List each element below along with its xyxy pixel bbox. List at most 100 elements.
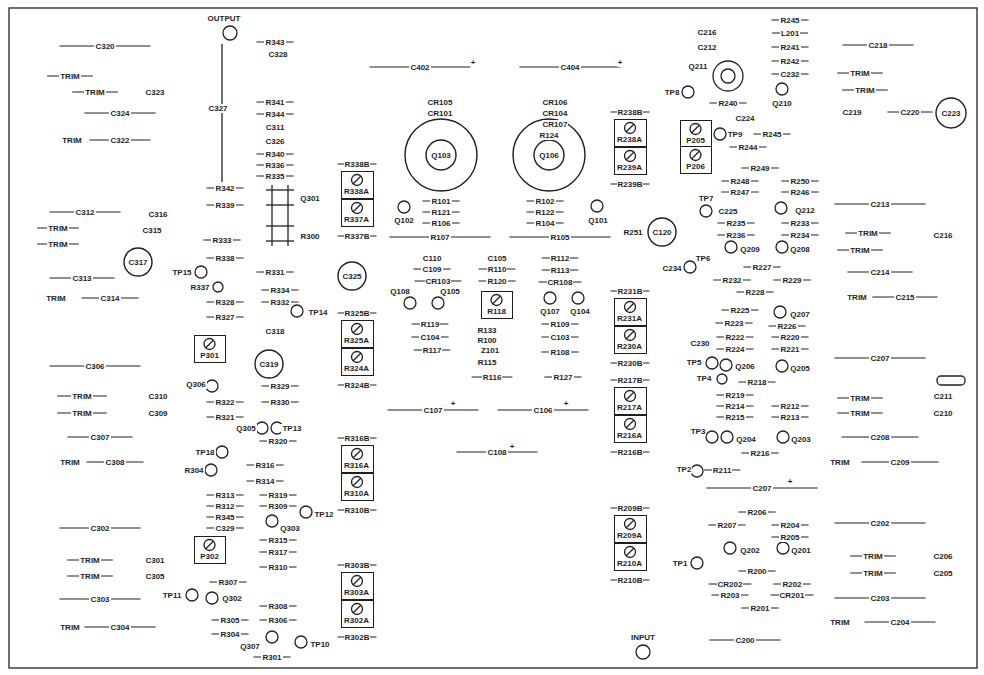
component-label: Q202 xyxy=(739,546,761,555)
component-label: C209 xyxy=(889,458,910,467)
component-label: Q211 xyxy=(687,62,708,71)
component-label: C104 xyxy=(419,333,440,342)
component-label: + xyxy=(787,477,794,486)
pot-symbol xyxy=(493,296,501,304)
component-label: R101 xyxy=(430,197,451,206)
component-label: C109 xyxy=(421,265,442,274)
component-label: C315 xyxy=(141,226,162,235)
part-label: R310A xyxy=(343,489,370,498)
pot-symbol xyxy=(624,519,635,530)
component-label: C304 xyxy=(109,623,130,632)
transistor-pad xyxy=(206,592,218,604)
component-label: R206 xyxy=(746,508,767,517)
component-label: TP14 xyxy=(307,308,328,317)
component-label: R304 xyxy=(183,466,204,475)
pot-symbol xyxy=(624,123,635,134)
pot-symbol xyxy=(624,302,635,313)
component-label: R244 xyxy=(737,143,758,152)
component-label: C207 xyxy=(869,354,890,363)
component-label: R313 xyxy=(214,491,235,500)
component-label: Q102 xyxy=(393,216,415,225)
component-label: C214 xyxy=(869,268,890,277)
component-pad xyxy=(205,464,217,476)
pot-symbol xyxy=(353,577,361,585)
component-label: R105 xyxy=(549,233,570,242)
component-label: R304 xyxy=(219,630,240,639)
component-label: TRIM xyxy=(79,572,101,581)
component-label: Q204 xyxy=(735,435,757,444)
component-label: C213 xyxy=(869,200,890,209)
component-label: C202 xyxy=(869,519,890,528)
component-label: + xyxy=(509,442,516,451)
component-label: R343 xyxy=(264,38,285,47)
component-label: + xyxy=(563,399,570,408)
input-pad xyxy=(636,645,650,659)
component-label: R331 xyxy=(264,268,285,277)
component-label: R109 xyxy=(549,320,570,329)
component-label: TP10 xyxy=(309,640,330,649)
pot-symbol xyxy=(626,548,634,556)
test-point xyxy=(216,446,228,458)
component-label: R133 xyxy=(476,326,497,335)
component-label: C230 xyxy=(689,339,710,348)
component-label: C220 xyxy=(899,108,920,117)
part-label: C120 xyxy=(651,228,672,237)
trimmer-pot: R210A xyxy=(614,543,647,571)
component-label: R315 xyxy=(267,536,288,545)
component-label: R339 xyxy=(214,201,235,210)
component-label: C309 xyxy=(147,409,168,418)
part-label: R239A xyxy=(616,163,643,172)
test-point xyxy=(291,305,303,317)
component-label: + xyxy=(450,399,457,408)
pot-symbol xyxy=(624,330,635,341)
component-label: C316 xyxy=(147,210,168,219)
component-label: TP5 xyxy=(686,358,703,367)
component-label: R310 xyxy=(267,563,288,572)
component-label: C324 xyxy=(109,109,130,118)
part-label: C317 xyxy=(127,258,148,267)
component-label: R303B xyxy=(344,561,371,570)
component-label: C303 xyxy=(89,595,110,604)
transistor-pad xyxy=(775,202,787,214)
component-label: R300 xyxy=(299,232,320,241)
part-label: Q103 xyxy=(430,151,452,160)
pot-symbol xyxy=(206,340,214,348)
component-label: R325B xyxy=(344,309,371,318)
component-label: CR104 xyxy=(542,109,569,118)
component-label: R201 xyxy=(749,604,770,613)
component-label: R225 xyxy=(729,306,750,315)
pot-symbol xyxy=(204,339,215,350)
pot-symbol xyxy=(353,478,361,486)
component-label: CR101 xyxy=(427,109,454,118)
component-label: R207 xyxy=(716,521,737,530)
component-label: R333 xyxy=(211,236,232,245)
component-label: R322 xyxy=(214,398,235,407)
component-label: C218 xyxy=(867,41,888,50)
pot-symbol xyxy=(692,151,700,159)
component-label: R247 xyxy=(729,188,750,197)
component-label: R309 xyxy=(267,502,288,511)
component-label: R224 xyxy=(724,345,745,354)
capacitor-lead xyxy=(221,44,222,182)
transistor-pad xyxy=(721,431,733,443)
component-label: TRIM xyxy=(857,229,879,238)
component-label: C207 xyxy=(751,484,772,493)
component-label: R115 xyxy=(477,358,498,367)
component-label: C318 xyxy=(264,327,285,336)
pot-symbol xyxy=(624,547,635,558)
component-label: R242 xyxy=(779,57,800,66)
component-label: R241 xyxy=(779,43,800,52)
component-label: R334 xyxy=(269,286,290,295)
component-label: R228 xyxy=(744,288,765,297)
component-label: C108 xyxy=(486,448,507,457)
component-label: R227 xyxy=(751,263,772,272)
outline-circle xyxy=(405,119,477,191)
component-label: C204 xyxy=(889,618,910,627)
component-label: R337 xyxy=(189,283,210,292)
test-point xyxy=(706,431,718,443)
component-label: R245 xyxy=(761,130,782,139)
part-label: R324A xyxy=(343,364,370,373)
component-label: CR106 xyxy=(542,98,569,107)
component-label: C314 xyxy=(99,294,120,303)
part-label: R209A xyxy=(616,531,643,540)
